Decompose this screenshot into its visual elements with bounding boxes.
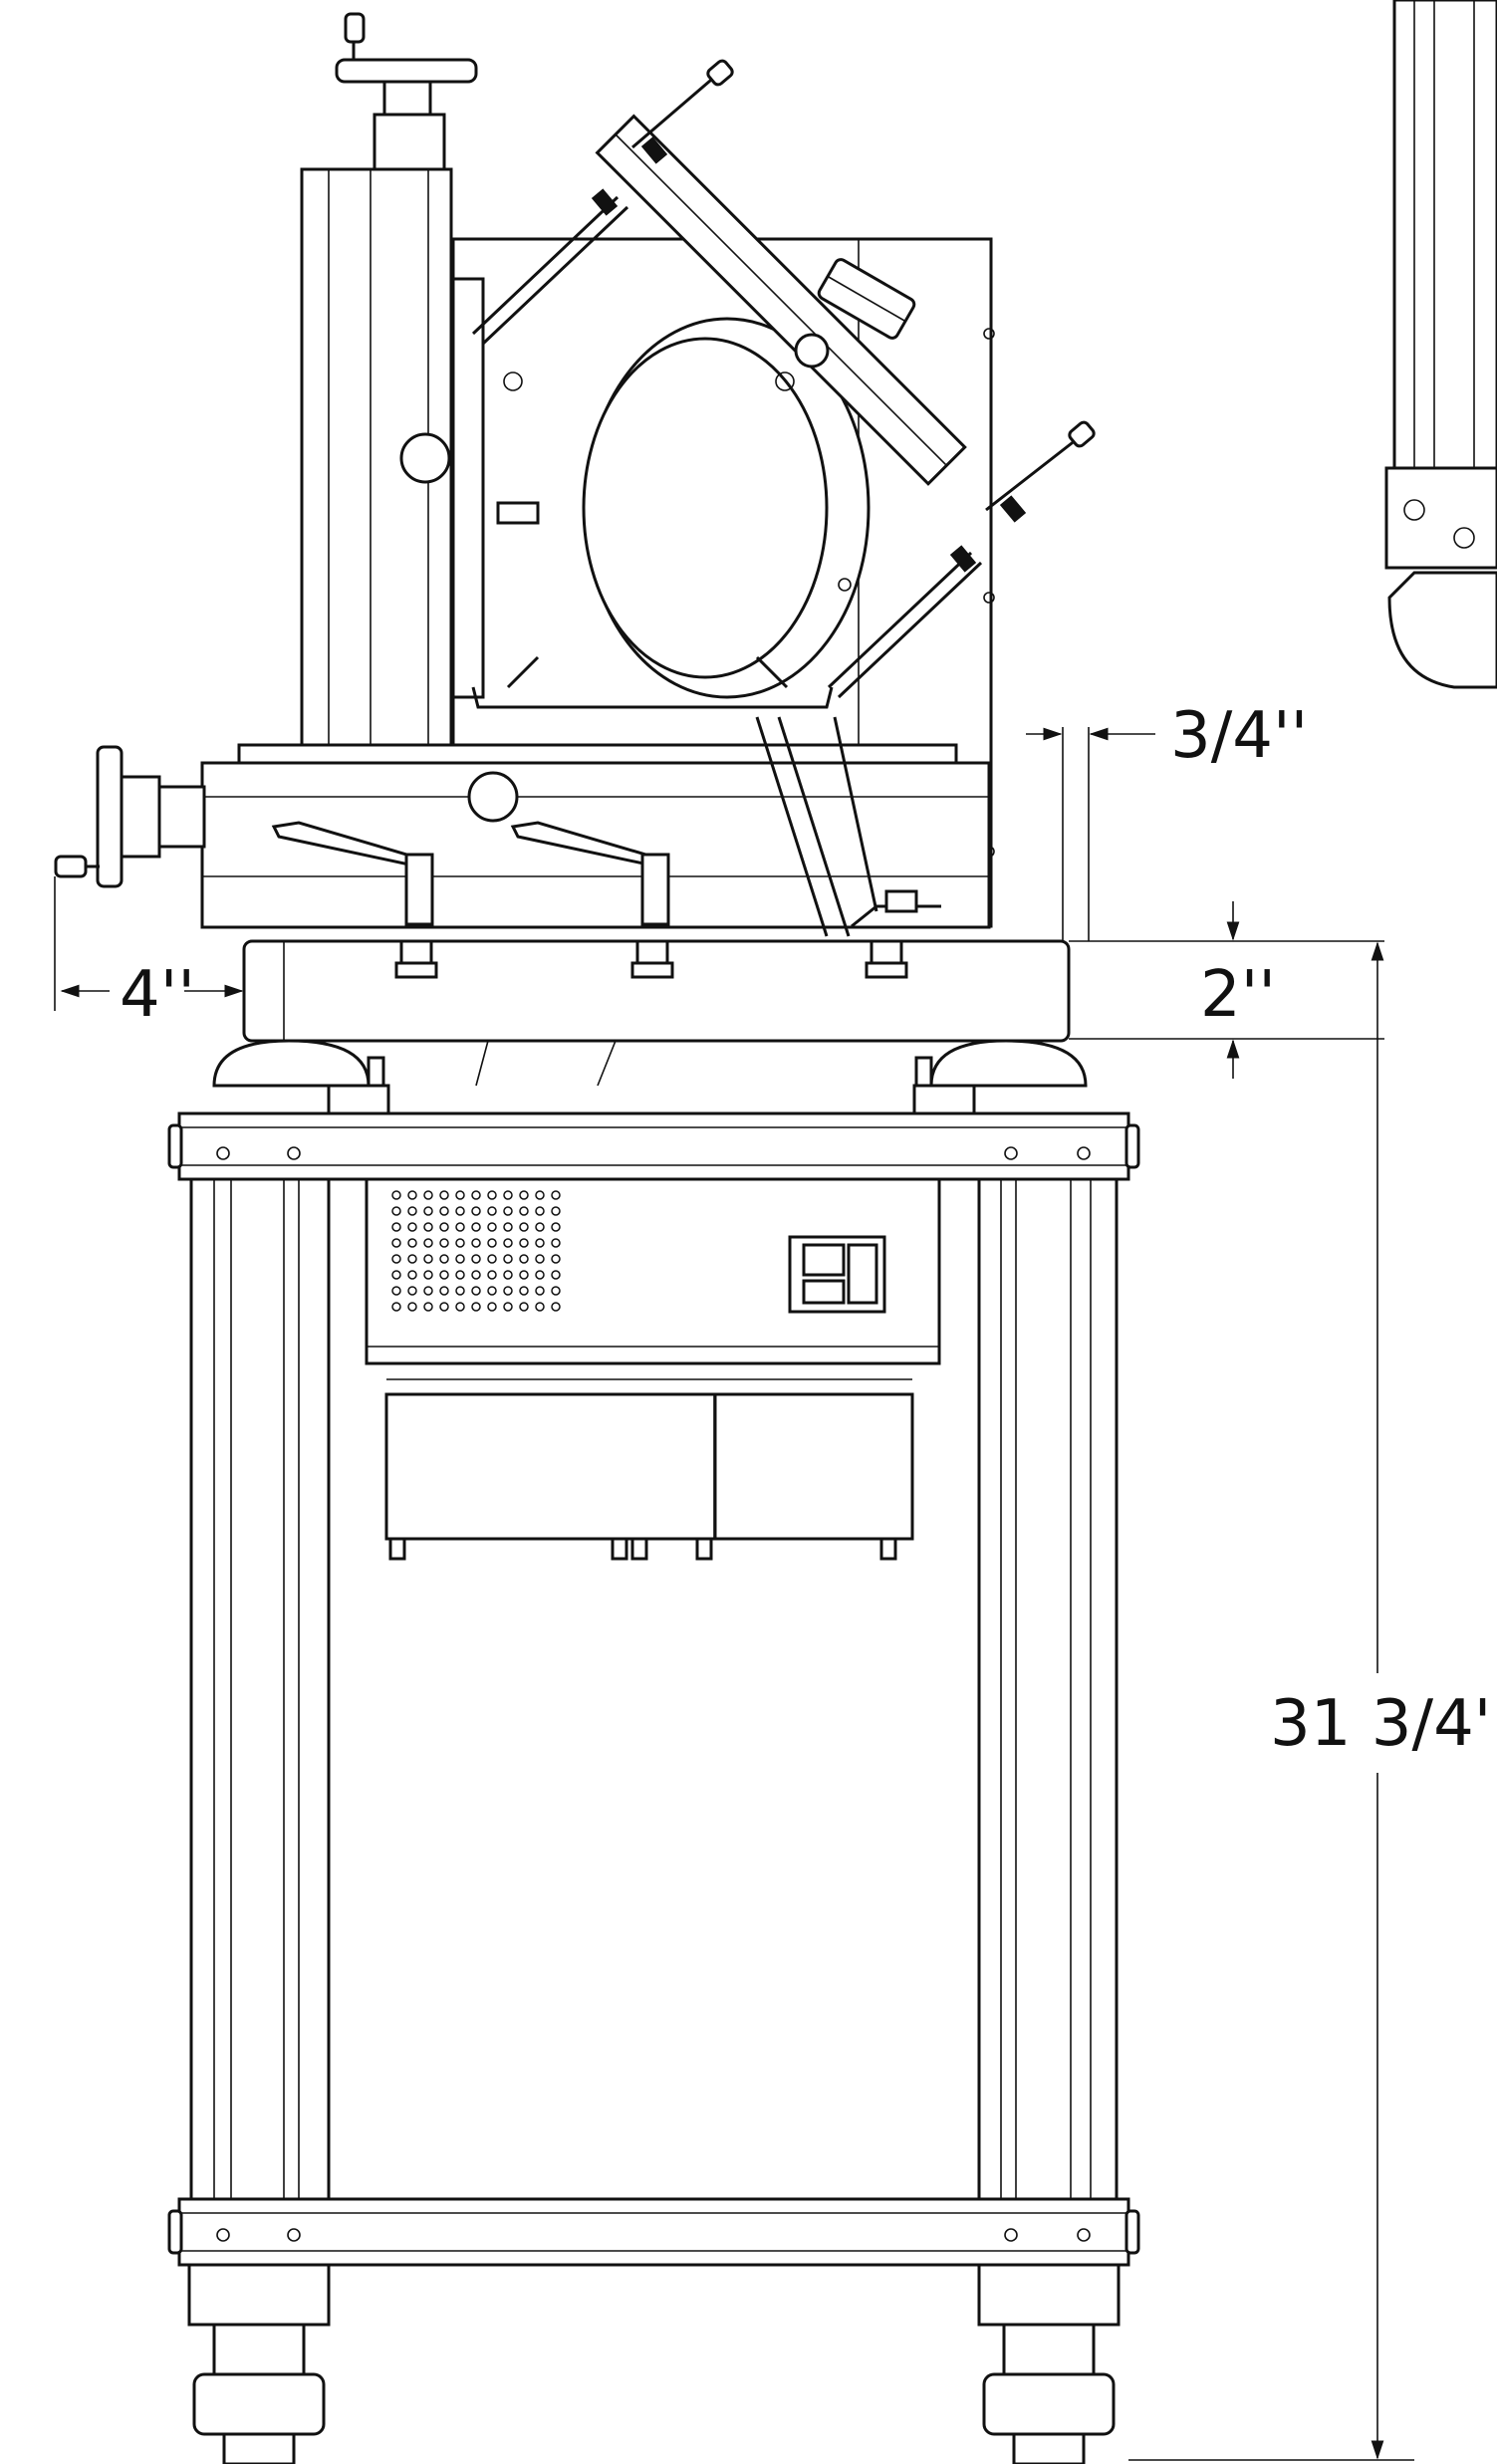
side-view-partial — [1384, 0, 1497, 689]
dimension-label-two-inch: 2'' — [1200, 958, 1276, 1032]
vent-holes — [391, 1190, 561, 1312]
dimension-label-overall: 31 3/4'' — [1270, 1687, 1497, 1761]
dimension-label-four-inch: 4'' — [120, 958, 195, 1032]
dimension-label-three-quarter: 3/4'' — [1170, 699, 1308, 773]
box-feet — [388, 1537, 897, 1561]
dimension-top-offset: 3/4'' — [1026, 699, 1308, 941]
machine-head — [54, 12, 1096, 937]
dimension-left-offset: 4'' — [54, 876, 244, 1032]
dimension-overall-height: 31 3/4'' — [1128, 941, 1497, 2461]
caster-left — [187, 2263, 331, 2464]
stand-frame — [167, 1084, 1140, 2464]
base-plate — [212, 939, 1088, 1088]
dimension-base-height: 2'' — [1069, 901, 1384, 1079]
column-knob-icon — [399, 432, 451, 484]
caster-right — [977, 2263, 1121, 2464]
